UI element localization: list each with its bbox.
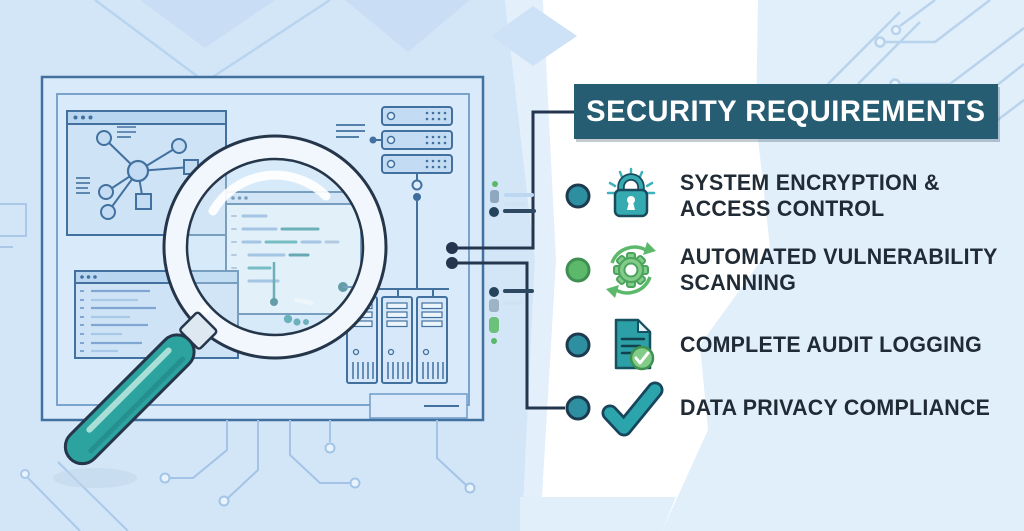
magnifying-glass	[53, 134, 388, 488]
requirement-label: AUTOMATED VULNERABILITY SCANNING	[680, 244, 998, 295]
handle-shadow	[53, 468, 137, 488]
requirement-item-data-privacy: DATA PRIVACY COMPLIANCE	[556, 364, 1018, 452]
connector-to-item-4	[452, 261, 565, 410]
bullet-dot	[565, 257, 591, 283]
circuit-traces-bottom	[159, 420, 476, 507]
bullet-dot	[565, 183, 591, 209]
circuit-traces-bottom-left	[0, 203, 129, 531]
network-diagram	[103, 137, 192, 213]
connector-node-dot	[446, 242, 458, 254]
bullet-dot	[565, 395, 591, 421]
connector-node-dot	[446, 257, 458, 269]
list-window	[74, 270, 239, 359]
security-requirements-banner: SECURITY REQUIREMENTS	[574, 84, 998, 139]
server-rack-rows	[336, 106, 453, 289]
magnifier-handle	[63, 311, 218, 466]
bullet-dot	[565, 332, 591, 358]
requirement-label: COMPLETE AUDIT LOGGING	[680, 332, 983, 357]
server-towers	[346, 288, 449, 384]
decorative-markers	[489, 181, 536, 344]
blueprint-panel	[40, 75, 485, 422]
lock-icon	[606, 167, 656, 218]
network-window	[66, 110, 227, 236]
checkmark-icon	[601, 381, 664, 437]
document-check-icon	[614, 318, 655, 371]
requirement-label: DATA PRIVACY COMPLIANCE	[680, 395, 991, 420]
banner-title: SECURITY REQUIREMENTS	[586, 94, 986, 128]
requirement-label: SYSTEM ENCRYPTION & ACCESS CONTROL	[680, 170, 940, 221]
gear-sync-icon	[606, 242, 656, 298]
code-window	[225, 191, 362, 326]
